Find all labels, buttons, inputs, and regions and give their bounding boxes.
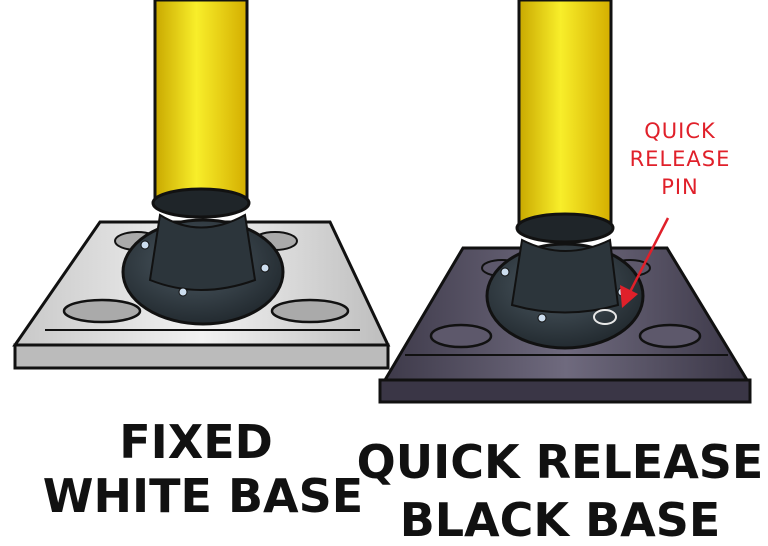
right-caption-line1: QUICK RELEASE: [357, 435, 764, 489]
callout-line1: QUICK: [644, 119, 716, 143]
fixed-white-base: [12, 0, 391, 370]
callout-line2: RELEASE: [630, 147, 731, 171]
right-caption-line2: BLACK BASE: [400, 493, 721, 546]
arrow-icon: [628, 217, 670, 293]
callout-line3: PIN: [661, 175, 699, 199]
left-caption-line1: FIXED: [119, 415, 273, 469]
quick-release-black-base: [378, 0, 752, 404]
callout-quick-release-pin: QUICK RELEASE PIN: [620, 119, 731, 308]
quick-release-pin: [593, 309, 617, 325]
left-caption-line2: WHITE BASE: [43, 469, 363, 523]
